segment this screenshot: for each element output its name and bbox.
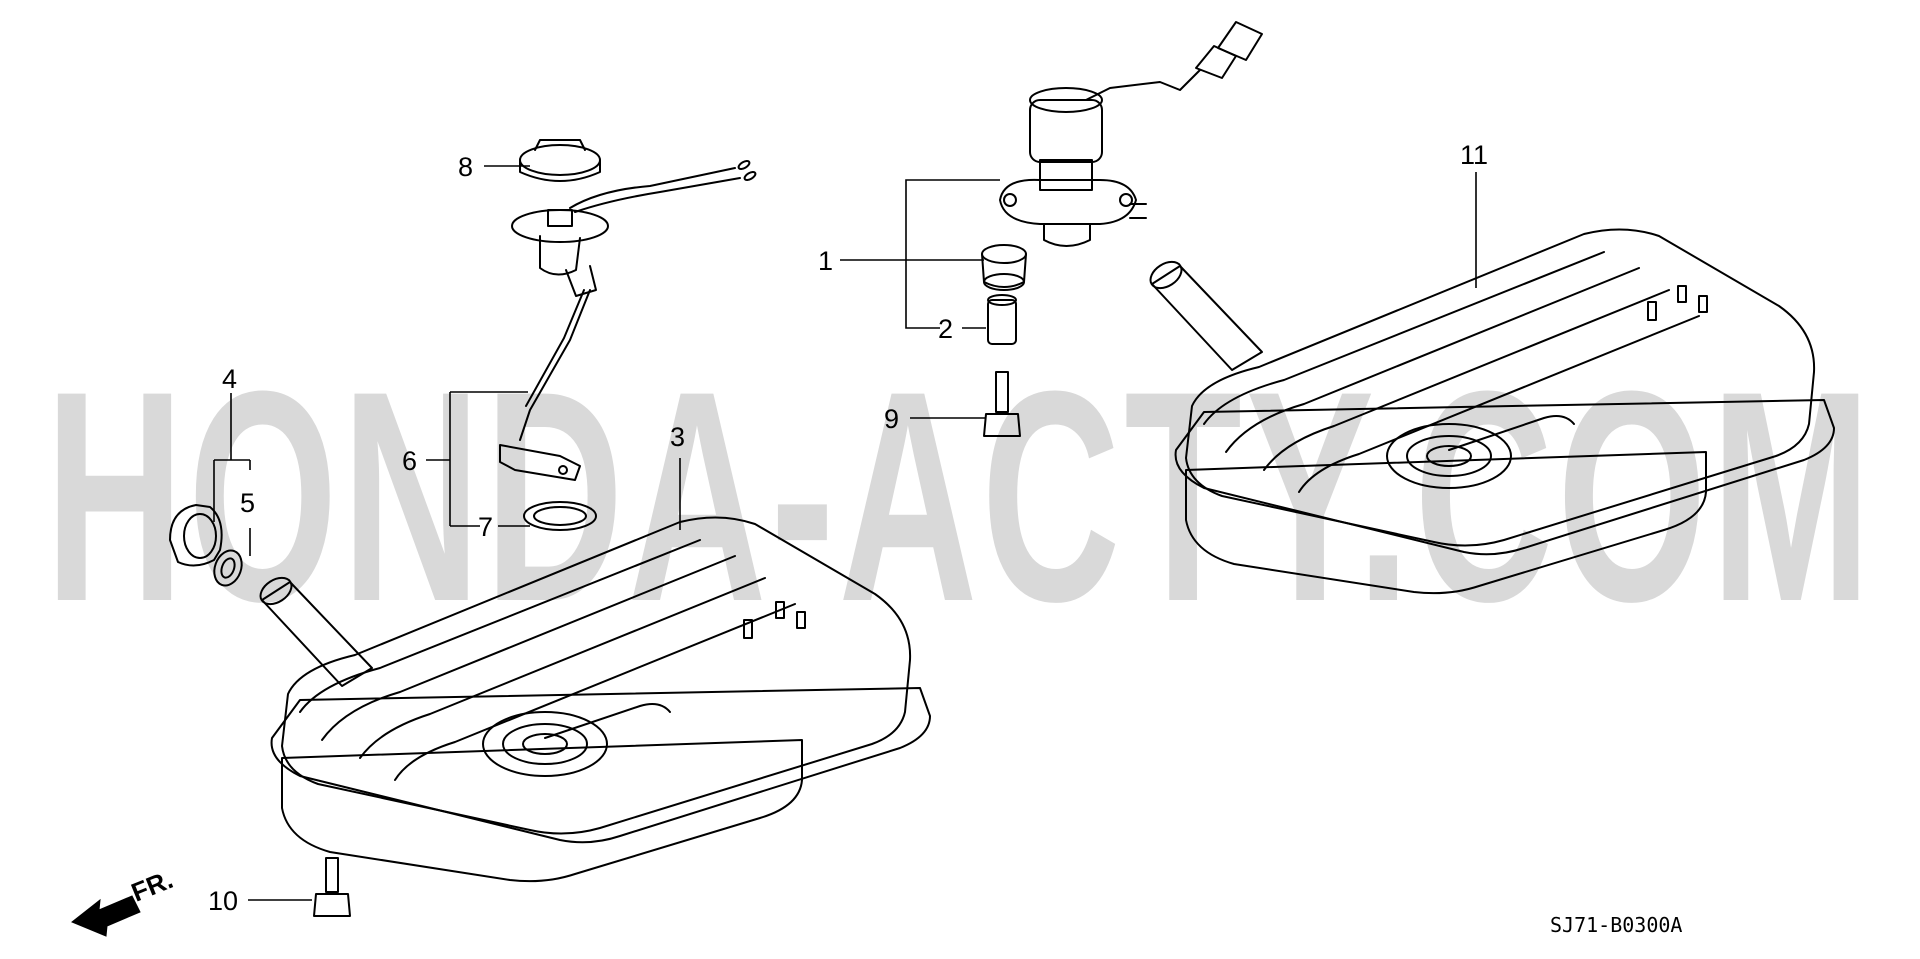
callout-3: 3 bbox=[670, 422, 685, 452]
fuel-tank-right bbox=[1149, 228, 1835, 595]
callout-7: 7 bbox=[478, 512, 493, 542]
callout-11: 11 bbox=[1460, 140, 1488, 170]
callout-5: 5 bbox=[240, 488, 255, 518]
callout-9: 9 bbox=[884, 404, 899, 434]
callout-10: 10 bbox=[208, 886, 238, 916]
callout-2: 2 bbox=[938, 314, 953, 344]
fuel-pump-assembly bbox=[981, 21, 1263, 345]
callout-1: 1 bbox=[818, 246, 833, 276]
fuel-sender-unit bbox=[499, 139, 757, 531]
fuel-tank-left bbox=[259, 516, 931, 883]
bolt-9 bbox=[983, 371, 1021, 437]
callout-4: 4 bbox=[222, 364, 237, 394]
bolt-10 bbox=[313, 857, 351, 917]
callout-6: 6 bbox=[402, 446, 417, 476]
diagram-code: SJ71-B0300A bbox=[1550, 913, 1682, 937]
leader-lines bbox=[213, 165, 1477, 901]
arrow-left-icon bbox=[71, 895, 141, 937]
watermark: HONDA-ACTY.COM bbox=[45, 328, 1875, 664]
drain-plug-assembly bbox=[169, 504, 243, 587]
callout-8: 8 bbox=[458, 152, 473, 182]
front-direction-arrow: FR. bbox=[71, 864, 177, 937]
